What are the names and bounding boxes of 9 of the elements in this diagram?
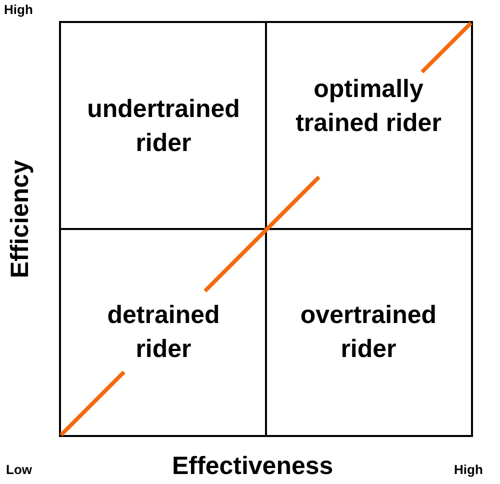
axis-end-label: High [4, 2, 33, 17]
quadrant-label: overtrained rider [295, 298, 442, 366]
quadrant-label: undertrained rider [87, 92, 240, 160]
quadrant-label: detrained rider [90, 298, 237, 366]
axis-title: Effectiveness [172, 452, 334, 481]
axis-title: Efficiency [6, 160, 35, 278]
axis-end-label: High [454, 462, 483, 477]
axis-end-label: Low [6, 462, 32, 477]
quadrant-label: optimally trained rider [295, 72, 442, 140]
